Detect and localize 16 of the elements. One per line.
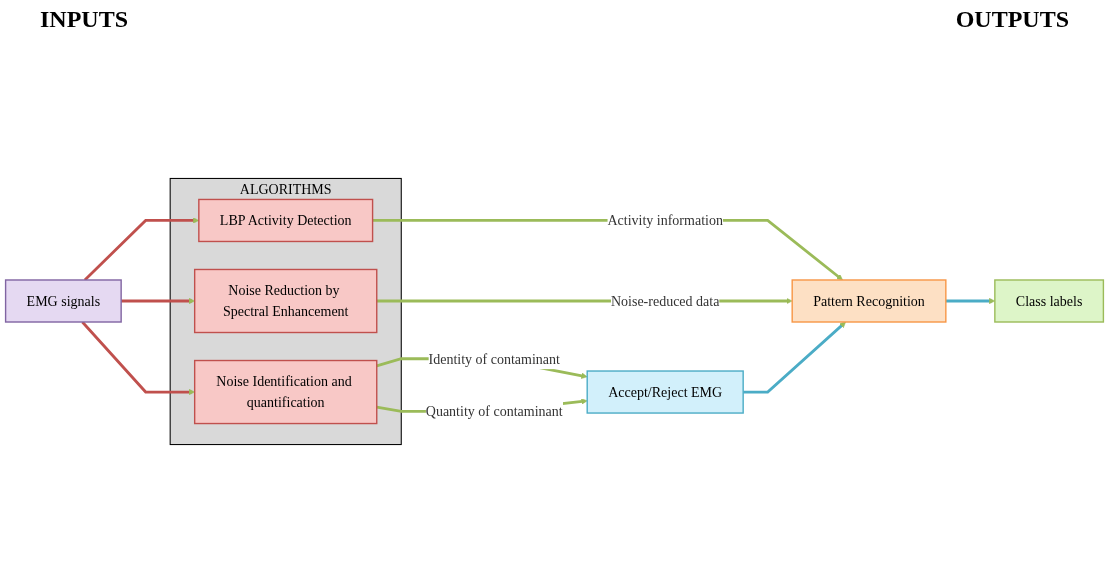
- edge-label: Activity information: [607, 212, 723, 229]
- node-box: Class labels: [994, 279, 1105, 323]
- node-box: LBP Activity Detection: [198, 198, 374, 243]
- column-heading: INPUTS: [40, 6, 129, 34]
- node-box: Pattern Recognition: [791, 279, 947, 323]
- arrow: [121, 297, 195, 305]
- edge-label: Noise-reduced data: [610, 293, 720, 309]
- arrow: [743, 321, 846, 394]
- edge-label: Quantity of contaminant: [425, 403, 563, 419]
- arrow: [81, 321, 195, 396]
- node-box: Accept/Reject EMG: [586, 370, 744, 414]
- node-box: Noise Reduction by Spectral Enhancement: [194, 268, 378, 334]
- column-heading: OUTPUTS: [955, 6, 1069, 34]
- node-box: Noise Identification and quantification: [194, 359, 378, 425]
- edge-label: Identity of contaminant: [428, 351, 560, 367]
- node-box: EMG signals: [4, 279, 122, 323]
